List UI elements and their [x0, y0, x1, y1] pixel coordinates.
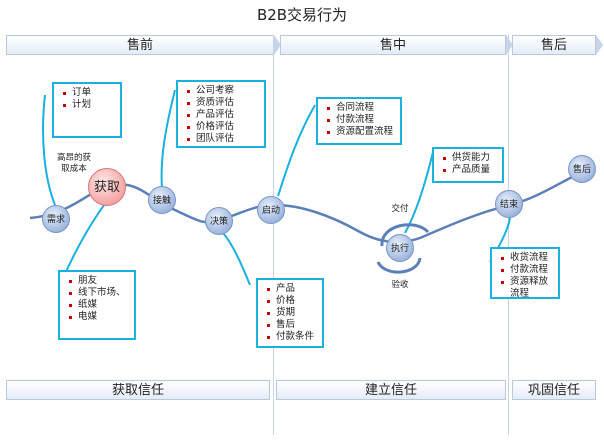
box-evaluate: 公司考察 资质评估 产品评估 价格评估 团队评估 — [176, 80, 266, 148]
node-settle: 结束 — [495, 190, 523, 218]
box-evaluate-item: 资质评估 — [186, 97, 260, 109]
box-plan: 订单 计划 — [52, 82, 122, 138]
box-evaluate-item: 价格评估 — [186, 121, 260, 133]
label-deliver: 交付 — [391, 204, 409, 214]
box-supply-item: 供货能力 — [442, 152, 498, 164]
trust-consolidate: 巩固信任 — [512, 380, 596, 400]
box-plan-item: 计划 — [62, 99, 116, 111]
box-closing-item: 资源释放流程 — [500, 276, 554, 300]
box-evaluate-item: 产品评估 — [186, 109, 260, 121]
box-closing-item: 付款流程 — [500, 264, 554, 276]
box-contract-item: 资源配置流程 — [326, 126, 396, 138]
box-channels-item: 线下市场、 — [68, 287, 130, 299]
box-closing: 收货流程 付款流程 资源释放流程 — [490, 247, 560, 299]
loop-arc-top — [380, 223, 430, 247]
divider-pre-mid — [273, 35, 274, 435]
box-terms-item: 产品 — [266, 283, 318, 295]
box-terms-item: 货期 — [266, 307, 318, 319]
phase-pre-arrow — [274, 35, 281, 55]
label-accept: 验收 — [391, 280, 409, 290]
connector-evaluate — [160, 89, 176, 189]
box-closing-item: 收货流程 — [500, 252, 554, 264]
box-channels: 朋友 线下市场、 纸媒 电媒 — [58, 270, 136, 340]
loop-arc-bottom — [376, 257, 422, 274]
trust-acquire: 获取信任 — [6, 380, 270, 400]
node-contact: 接触 — [148, 186, 176, 214]
box-contract-item: 付款流程 — [326, 114, 396, 126]
box-channels-item: 电媒 — [68, 311, 130, 323]
node-decide: 决策 — [205, 207, 233, 235]
phase-mid-arrow — [506, 35, 513, 55]
box-supply-item: 产品质量 — [442, 164, 498, 176]
box-terms: 产品 价格 货期 售后 付款条件 — [256, 278, 324, 348]
connector-terms — [221, 231, 251, 286]
node-acquire: 获取 — [88, 168, 126, 206]
box-contract: 合同流程 付款流程 资源配置流程 — [316, 97, 402, 145]
phase-post-sale: 售后 — [512, 35, 596, 55]
box-terms-item: 付款条件 — [266, 331, 318, 343]
box-evaluate-item: 公司考察 — [186, 85, 260, 97]
node-after-sale: 售后 — [568, 155, 596, 183]
box-terms-item: 售后 — [266, 319, 318, 331]
box-channels-item: 朋友 — [68, 275, 130, 287]
box-channels-item: 纸媒 — [68, 299, 130, 311]
connector-contract — [277, 104, 316, 197]
box-supply: 供货能力 产品质量 — [432, 147, 504, 183]
trust-build: 建立信任 — [276, 380, 506, 400]
phase-post-arrow — [596, 35, 603, 55]
divider-mid-post — [508, 35, 509, 435]
phase-mid-sale: 售中 — [280, 35, 506, 55]
box-evaluate-item: 团队评估 — [186, 133, 260, 145]
box-terms-item: 价格 — [266, 295, 318, 307]
label-high-cost: 高昂的获取成本 — [56, 153, 91, 174]
node-need: 需求 — [42, 205, 70, 233]
connector-plan — [42, 94, 56, 206]
page-title: B2B交易行为 — [256, 6, 348, 24]
phase-pre-sale: 售前 — [6, 35, 274, 55]
box-plan-item: 订单 — [62, 87, 116, 99]
box-contract-item: 合同流程 — [326, 102, 396, 114]
connector-supply — [404, 151, 434, 234]
node-start: 启动 — [257, 196, 285, 224]
node-execute: 执行 — [386, 234, 414, 262]
